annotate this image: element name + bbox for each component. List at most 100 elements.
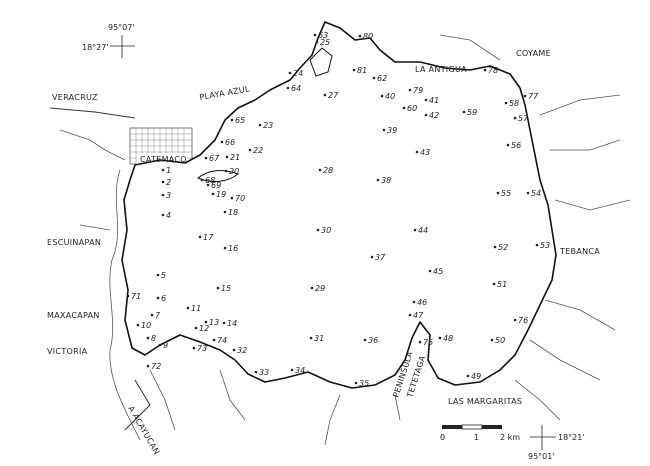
station-dot bbox=[161, 213, 165, 217]
station-label: 76 bbox=[518, 316, 528, 325]
station-label: 48 bbox=[443, 334, 453, 343]
station-dot bbox=[506, 143, 510, 147]
rivers bbox=[59, 34, 631, 446]
station-label: 12 bbox=[199, 324, 209, 333]
station-label: 10 bbox=[141, 321, 151, 330]
lake-shoreline bbox=[121, 21, 557, 389]
station-label: 24 bbox=[293, 69, 303, 78]
station-dot bbox=[415, 150, 419, 154]
station-label: 32 bbox=[237, 346, 247, 355]
station-label: 70 bbox=[235, 194, 245, 203]
station-dot bbox=[194, 326, 198, 330]
station-dot bbox=[438, 336, 442, 340]
station-label: 35 bbox=[359, 379, 369, 388]
station-label: 55 bbox=[501, 189, 511, 198]
station-dot bbox=[156, 296, 160, 300]
station-label: 2 bbox=[166, 178, 171, 187]
place-tebanca: TEBANCA bbox=[559, 247, 600, 256]
station-dot bbox=[223, 210, 227, 214]
station-dot bbox=[222, 321, 226, 325]
station-label: 9 bbox=[163, 341, 168, 350]
station-label: 46 bbox=[417, 298, 427, 307]
station-dot bbox=[146, 336, 150, 340]
station-label: 23 bbox=[263, 121, 273, 130]
station-label: 52 bbox=[498, 243, 508, 252]
station-label: 6 bbox=[161, 294, 166, 303]
place-victoria: VICTORIA bbox=[47, 347, 88, 356]
station-dot bbox=[354, 381, 358, 385]
station-dot bbox=[161, 193, 165, 197]
station-dot bbox=[380, 94, 384, 98]
station-label: 50 bbox=[495, 336, 505, 345]
station-label: 47 bbox=[413, 311, 424, 320]
station-dot bbox=[413, 228, 417, 232]
station-dot bbox=[126, 294, 130, 298]
station-label: 39 bbox=[387, 126, 397, 135]
station-label: 7 bbox=[155, 311, 161, 320]
station-dot bbox=[523, 94, 527, 98]
station-label: 72 bbox=[151, 362, 161, 371]
station-dot bbox=[492, 282, 496, 286]
station-dot bbox=[412, 300, 416, 304]
station-label: 65 bbox=[235, 116, 245, 125]
station-label: 66 bbox=[225, 138, 235, 147]
station-label: 18 bbox=[228, 208, 238, 217]
inlet-west bbox=[197, 170, 240, 182]
station-dot bbox=[225, 155, 229, 159]
station-label: 67 bbox=[209, 154, 220, 163]
station-dot bbox=[496, 191, 500, 195]
station-dot bbox=[372, 76, 376, 80]
station-label: 34 bbox=[295, 366, 305, 375]
place-coyame: COYAME bbox=[516, 49, 551, 58]
station-label: 3 bbox=[166, 191, 171, 200]
coord-top-left-lat: 18°27' bbox=[82, 43, 109, 52]
station-label: 62 bbox=[377, 74, 387, 83]
station-label: 42 bbox=[429, 111, 439, 120]
station-label: 28 bbox=[323, 166, 333, 175]
station-dot bbox=[323, 93, 327, 97]
station-dot bbox=[230, 118, 234, 122]
station-dot bbox=[161, 180, 165, 184]
station-label: 40 bbox=[385, 92, 395, 101]
station-dot bbox=[462, 110, 466, 114]
station-dot bbox=[161, 168, 165, 172]
station-dot bbox=[156, 273, 160, 277]
station-label: 13 bbox=[209, 318, 219, 327]
station-label: 56 bbox=[511, 141, 521, 150]
station-label: 44 bbox=[418, 226, 428, 235]
station-label: 14 bbox=[227, 319, 237, 328]
station-dot bbox=[198, 235, 202, 239]
place-la-antigua: LA ANTIGUA bbox=[415, 65, 467, 74]
station-dot bbox=[309, 336, 313, 340]
station-dot bbox=[232, 348, 236, 352]
station-dot bbox=[258, 123, 262, 127]
station-dot bbox=[535, 243, 539, 247]
station-dot bbox=[136, 323, 140, 327]
station-dot bbox=[204, 156, 208, 160]
station-dot bbox=[192, 346, 196, 350]
station-dot bbox=[315, 40, 319, 44]
scale-tick-1: 1 bbox=[474, 433, 479, 442]
coord-bottom-right-lat: 18°21' bbox=[558, 433, 585, 442]
station-dot bbox=[483, 68, 487, 72]
station-dot bbox=[376, 178, 380, 182]
station-label: 4 bbox=[166, 211, 171, 220]
station-label: 5 bbox=[161, 271, 166, 280]
station-dot bbox=[428, 269, 432, 273]
station-dot bbox=[408, 88, 412, 92]
station-dot bbox=[313, 33, 317, 37]
place-veracruz: VERACRUZ bbox=[52, 93, 98, 102]
station-dot bbox=[220, 140, 224, 144]
station-label: 15 bbox=[221, 284, 231, 293]
station-dot bbox=[402, 106, 406, 110]
station-dot bbox=[382, 128, 386, 132]
station-label: 11 bbox=[191, 304, 201, 313]
station-dot bbox=[424, 98, 428, 102]
station-label: 78 bbox=[488, 66, 498, 75]
place-escuinapan: ESCUINAPAN bbox=[47, 238, 101, 247]
scale-tick-0: 0 bbox=[440, 433, 445, 442]
station-label: 25 bbox=[320, 38, 330, 47]
station-label: 69 bbox=[211, 181, 221, 190]
